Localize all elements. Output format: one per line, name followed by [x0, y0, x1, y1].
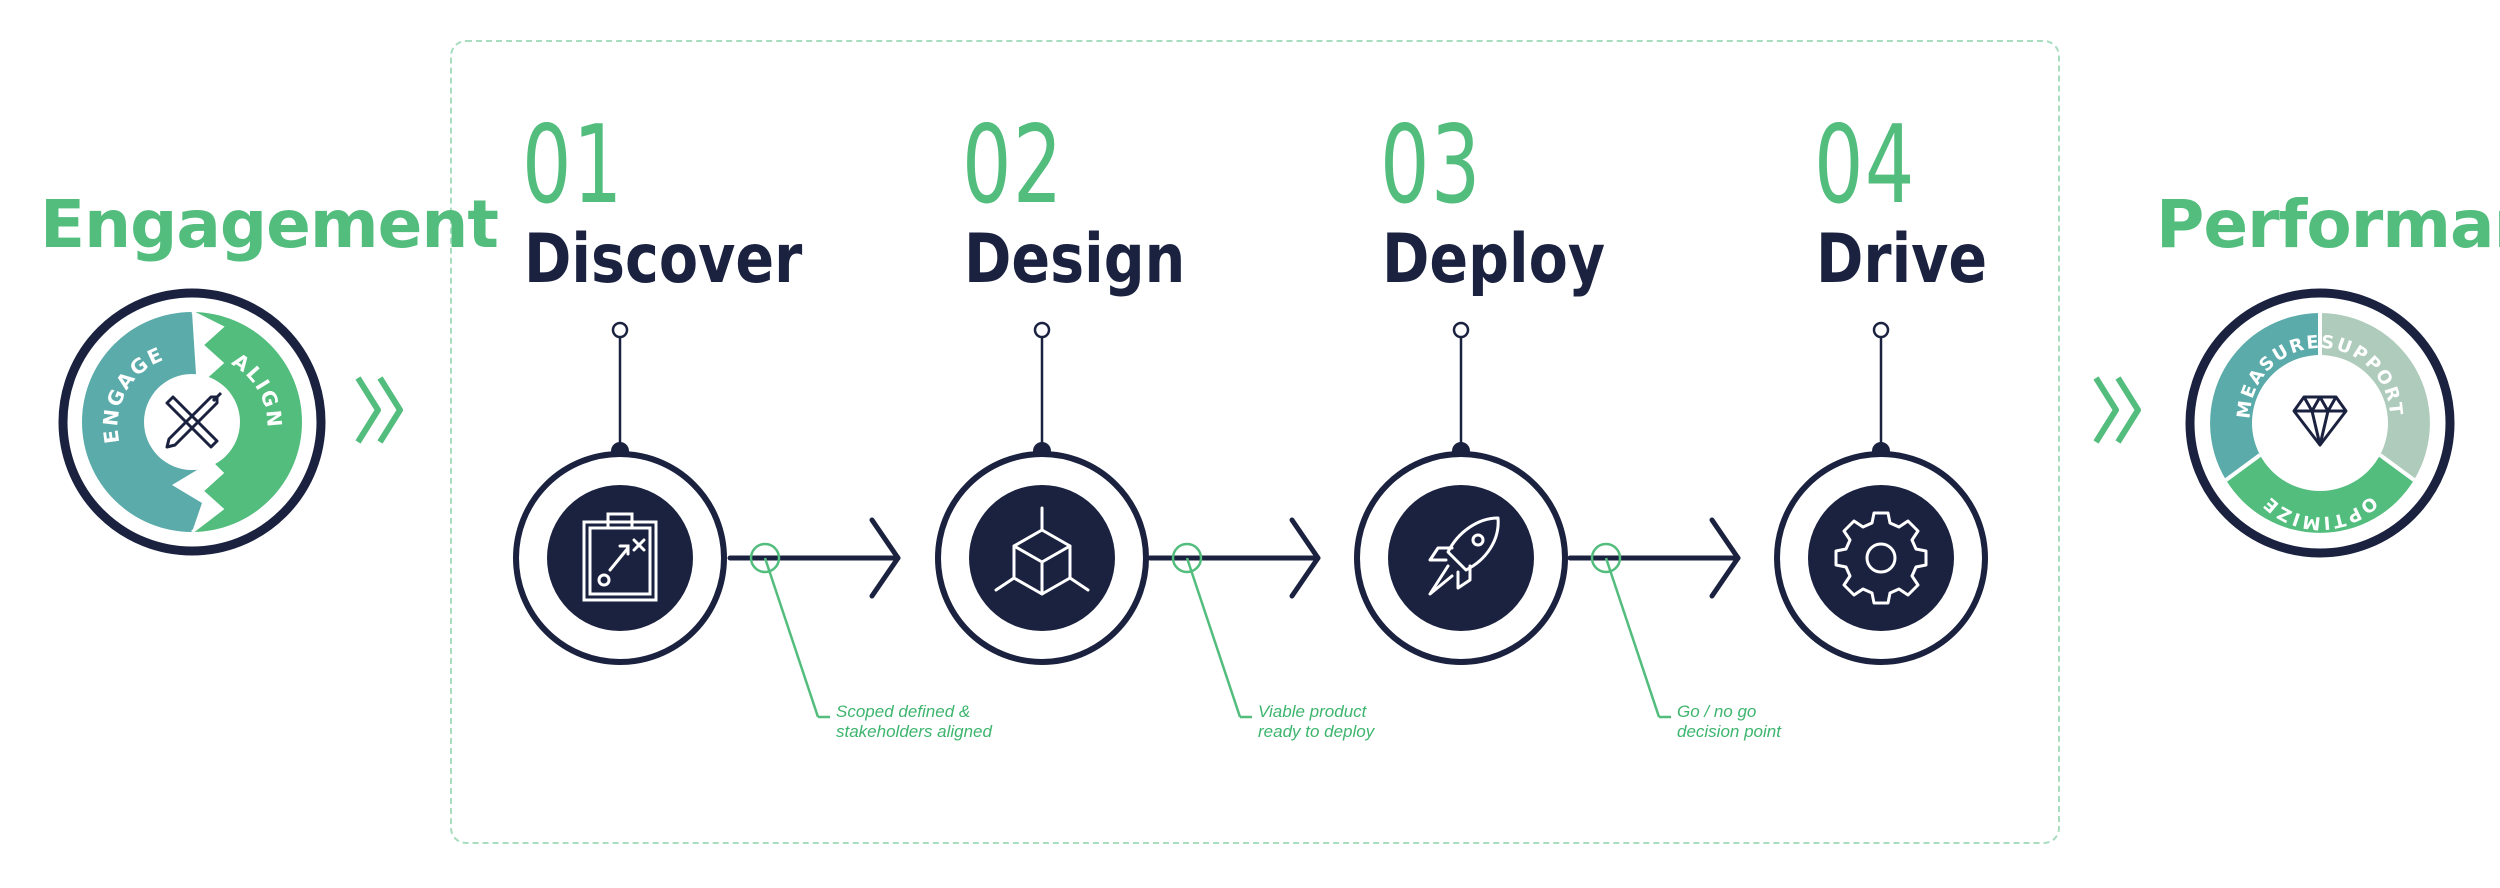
gear-icon — [1834, 511, 1928, 605]
arrow-discover-to-design — [727, 517, 901, 599]
clipboard-strategy-icon — [582, 512, 658, 602]
step-number-04: 04 — [1814, 103, 1916, 228]
engagement-cycle: ENGAGE ALIGN — [58, 288, 326, 556]
milestone-note-line: Viable product — [1258, 702, 1367, 721]
arrow-deploy-to-drive — [1567, 517, 1741, 599]
engagement-title: Engagement — [40, 186, 499, 263]
step-circle-deploy — [1354, 451, 1568, 665]
rocket-icon — [1428, 516, 1500, 596]
arrow-design-to-deploy — [1147, 517, 1321, 599]
milestone-note-scoped: Scoped defined & stakeholders aligned — [836, 702, 992, 742]
step-circle-drive — [1774, 451, 1988, 665]
step-name-deploy: Deploy — [1382, 220, 1606, 299]
process-frame — [450, 40, 2060, 844]
milestone-note-line: Go / no go — [1677, 702, 1757, 721]
step-number-01: 01 — [522, 103, 624, 228]
performance-title: Performance — [2156, 186, 2500, 263]
milestone-note-line: stakeholders aligned — [836, 722, 992, 741]
step-name-design: Design — [964, 220, 1186, 299]
step-circle-discover — [513, 451, 727, 665]
milestone-note-viable: Viable product ready to deploy — [1258, 702, 1374, 742]
step-number-02: 02 — [962, 103, 1064, 228]
cube-icon — [994, 506, 1090, 596]
milestone-note-line: ready to deploy — [1258, 722, 1375, 741]
step-name-drive: Drive — [1816, 220, 1988, 299]
chevron-right-icon — [2093, 376, 2141, 444]
step-name-discover: Discover — [524, 220, 803, 299]
milestone-note-line: Scoped defined & — [836, 702, 971, 721]
milestone-note-go-no-go: Go / no go decision point — [1677, 702, 1781, 742]
step-number-03: 03 — [1380, 103, 1482, 228]
pencil-ruler-crossed-icon — [165, 391, 223, 449]
step-circle-design — [935, 451, 1149, 665]
chevron-right-icon — [355, 376, 403, 444]
diamond-icon — [2292, 395, 2348, 447]
performance-cycle: MEASURE SUPPORT OPTIMIZE — [2185, 288, 2455, 558]
milestone-note-line: decision point — [1677, 722, 1781, 741]
